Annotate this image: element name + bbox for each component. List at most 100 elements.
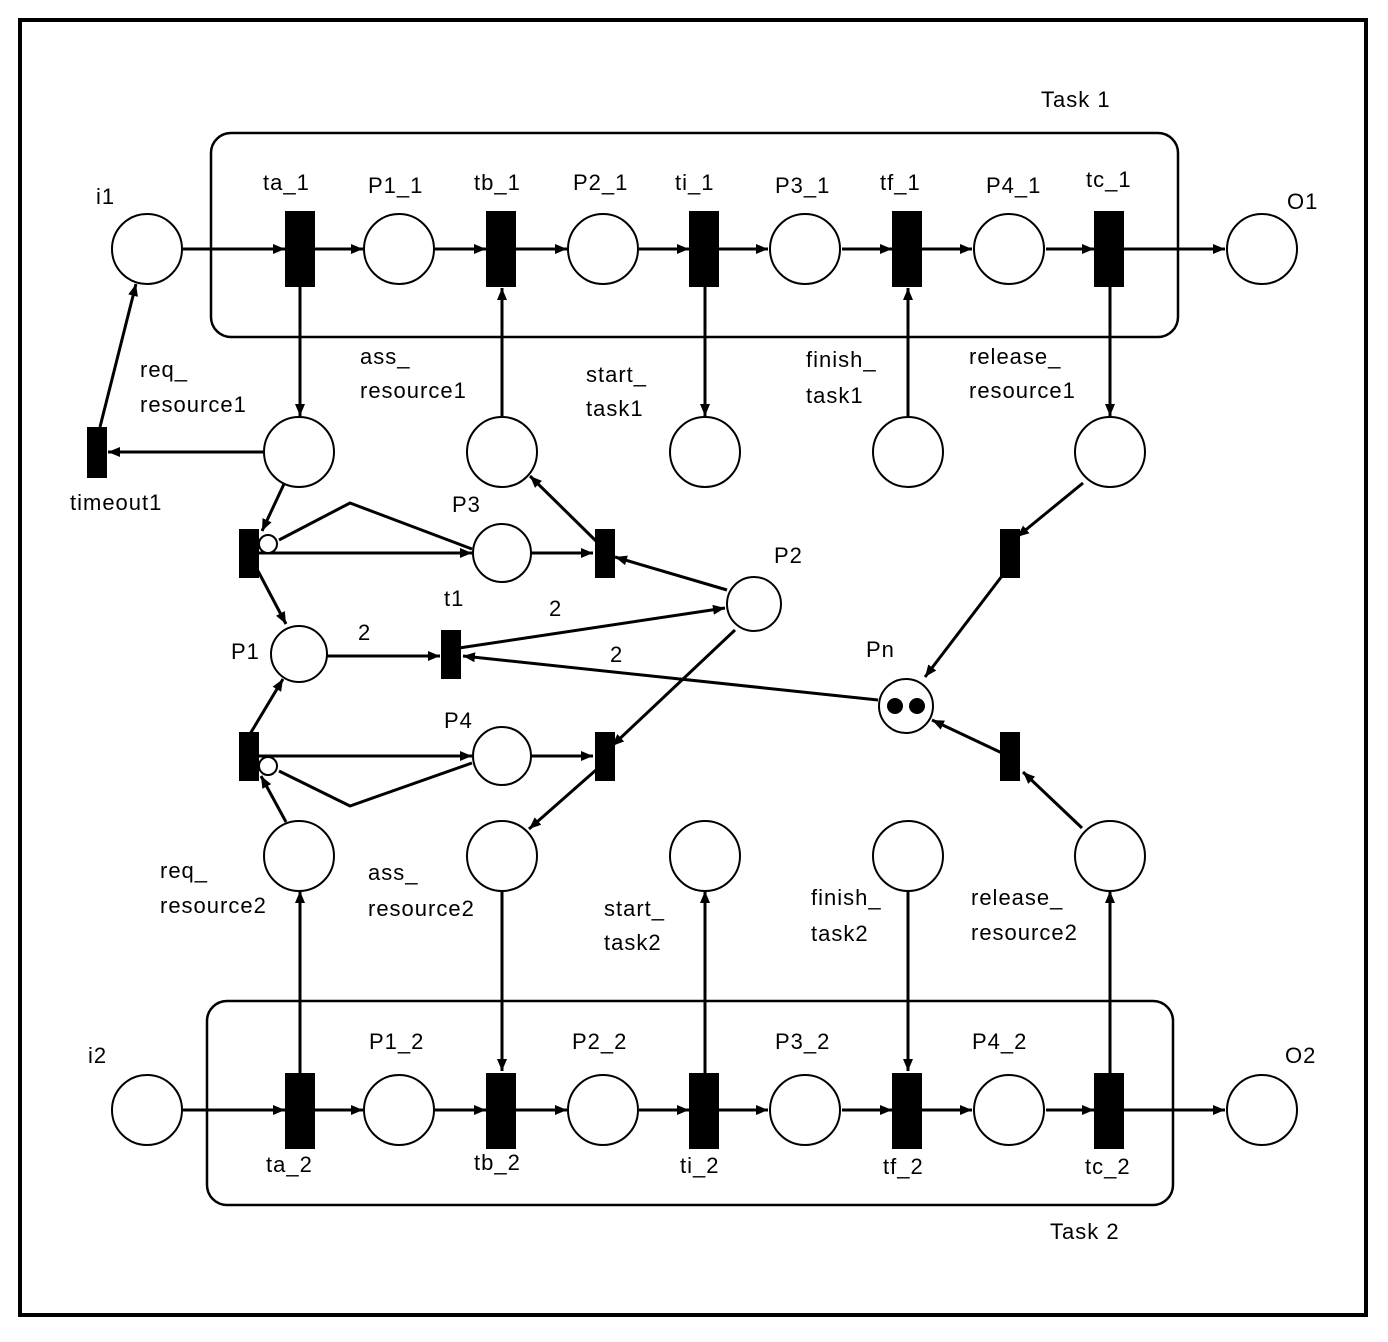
place-finish-task1 <box>872 416 944 488</box>
weight-p2-t1: 2 <box>549 596 562 621</box>
arc-p2-tD <box>610 628 737 748</box>
label-req-resource1-b: resource1 <box>140 392 247 417</box>
transition-ta-2 <box>285 1073 315 1149</box>
inhibitor-head-2 <box>258 756 278 776</box>
transition-assign-1 <box>595 529 615 578</box>
inhibitor-head-1 <box>258 534 278 554</box>
place-p4-1 <box>973 213 1045 285</box>
place-start-task1 <box>669 416 741 488</box>
label-p4: P4 <box>444 708 473 733</box>
label-release-resource2-b: resource2 <box>971 920 1078 945</box>
arc-p2-tU <box>614 555 728 592</box>
label-tb-2: tb_2 <box>474 1150 521 1175</box>
label-ti-1: ti_1 <box>675 170 714 195</box>
transition-assign-2 <box>595 732 615 781</box>
transition-tb-1 <box>486 211 516 287</box>
place-p3-2 <box>769 1074 841 1146</box>
place-p1-2 <box>363 1074 435 1146</box>
label-timeout1: timeout1 <box>70 490 162 515</box>
label-req-resource2-a: req_ <box>160 858 208 883</box>
arc-tD-ass2 <box>528 768 597 831</box>
place-i1 <box>111 213 183 285</box>
label-finish-task1-a: finish_ <box>806 347 877 372</box>
outer-frame <box>18 18 1368 1317</box>
label-p4-1: P4_1 <box>986 173 1041 198</box>
label-start-task1-b: task1 <box>586 396 644 421</box>
place-p3-1 <box>769 213 841 285</box>
label-release-resource1-a: release_ <box>969 344 1061 369</box>
transition-ta-1 <box>285 211 315 287</box>
task2-title: Task 2 <box>1050 1219 1120 1244</box>
label-tc-2: tc_2 <box>1085 1154 1131 1179</box>
transition-tc-1 <box>1094 211 1124 287</box>
arc-tR2-pn <box>931 718 1003 755</box>
label-p3-2: P3_2 <box>775 1029 830 1054</box>
weight-pn-t1: 2 <box>610 642 623 667</box>
place-p4 <box>472 726 532 786</box>
transition-tb-2 <box>486 1073 516 1149</box>
label-i1: i1 <box>96 184 115 209</box>
arc-release1-tR1 <box>1016 481 1084 539</box>
label-o1: O1 <box>1287 189 1318 214</box>
label-i2: i2 <box>88 1043 107 1068</box>
label-ass-resource1-b: resource1 <box>360 378 467 403</box>
place-ass-resource2 <box>466 820 538 892</box>
arc-timeout1-i1 <box>98 283 138 428</box>
label-ass-resource1-a: ass_ <box>360 344 410 369</box>
place-release-resource1 <box>1074 416 1146 488</box>
place-p1 <box>270 625 328 683</box>
task1-title: Task 1 <box>1041 87 1111 112</box>
label-ta-1: ta_1 <box>263 170 310 195</box>
arc-tR1-pn <box>923 575 1004 678</box>
label-p3: P3 <box>452 492 481 517</box>
label-start-task2-b: task2 <box>604 930 662 955</box>
label-finish-task2-b: task2 <box>811 921 869 946</box>
transition-request-1 <box>239 529 259 578</box>
place-p2 <box>726 576 782 632</box>
label-release-resource2-a: release_ <box>971 885 1063 910</box>
arc-tL2-p1 <box>248 678 285 735</box>
label-ti-2: ti_2 <box>680 1153 719 1178</box>
label-ass-resource2-b: resource2 <box>368 896 475 921</box>
arc-req2-tL2 <box>259 775 288 823</box>
place-p2-2 <box>567 1074 639 1146</box>
arc-tL1-p1 <box>256 570 288 625</box>
label-tf-1: tf_1 <box>880 170 921 195</box>
label-release-resource1-b: resource1 <box>969 378 1076 403</box>
transition-request-2 <box>239 732 259 781</box>
label-tf-2: tf_2 <box>883 1154 924 1179</box>
place-o1 <box>1226 213 1298 285</box>
arc-t1-p2 <box>458 604 726 650</box>
label-p4-2: P4_2 <box>972 1029 1027 1054</box>
arc-pn-t1 <box>462 652 879 702</box>
place-p4-2 <box>973 1074 1045 1146</box>
place-release-resource2 <box>1074 820 1146 892</box>
place-p3 <box>472 523 532 583</box>
place-p1-1 <box>363 213 435 285</box>
task1-box <box>209 131 1180 339</box>
label-p2-2: P2_2 <box>572 1029 627 1054</box>
place-req-resource2 <box>263 820 335 892</box>
place-finish-task2 <box>872 820 944 892</box>
place-i2 <box>111 1074 183 1146</box>
label-p2-1: P2_1 <box>573 170 628 195</box>
label-p1: P1 <box>231 639 260 664</box>
arc-tU-ass1 <box>528 474 598 543</box>
task2-box <box>205 999 1175 1207</box>
label-start-task2-a: start_ <box>604 896 665 921</box>
token-pn-2 <box>909 698 925 714</box>
transition-ti-1 <box>689 211 719 287</box>
transition-tc-2 <box>1094 1073 1124 1149</box>
place-pn <box>878 678 934 734</box>
inhibitor-p4-tL2 <box>278 761 473 808</box>
transition-timeout1 <box>87 427 107 478</box>
label-req-resource1-a: req_ <box>140 357 188 382</box>
label-finish-task2-a: finish_ <box>811 885 882 910</box>
label-finish-task1-b: task1 <box>806 383 864 408</box>
label-p1-2: P1_2 <box>369 1029 424 1054</box>
place-ass-resource1 <box>466 416 538 488</box>
arc-release2-tR2 <box>1021 770 1084 830</box>
transition-release-1 <box>1000 529 1020 578</box>
place-p2-1 <box>567 213 639 285</box>
